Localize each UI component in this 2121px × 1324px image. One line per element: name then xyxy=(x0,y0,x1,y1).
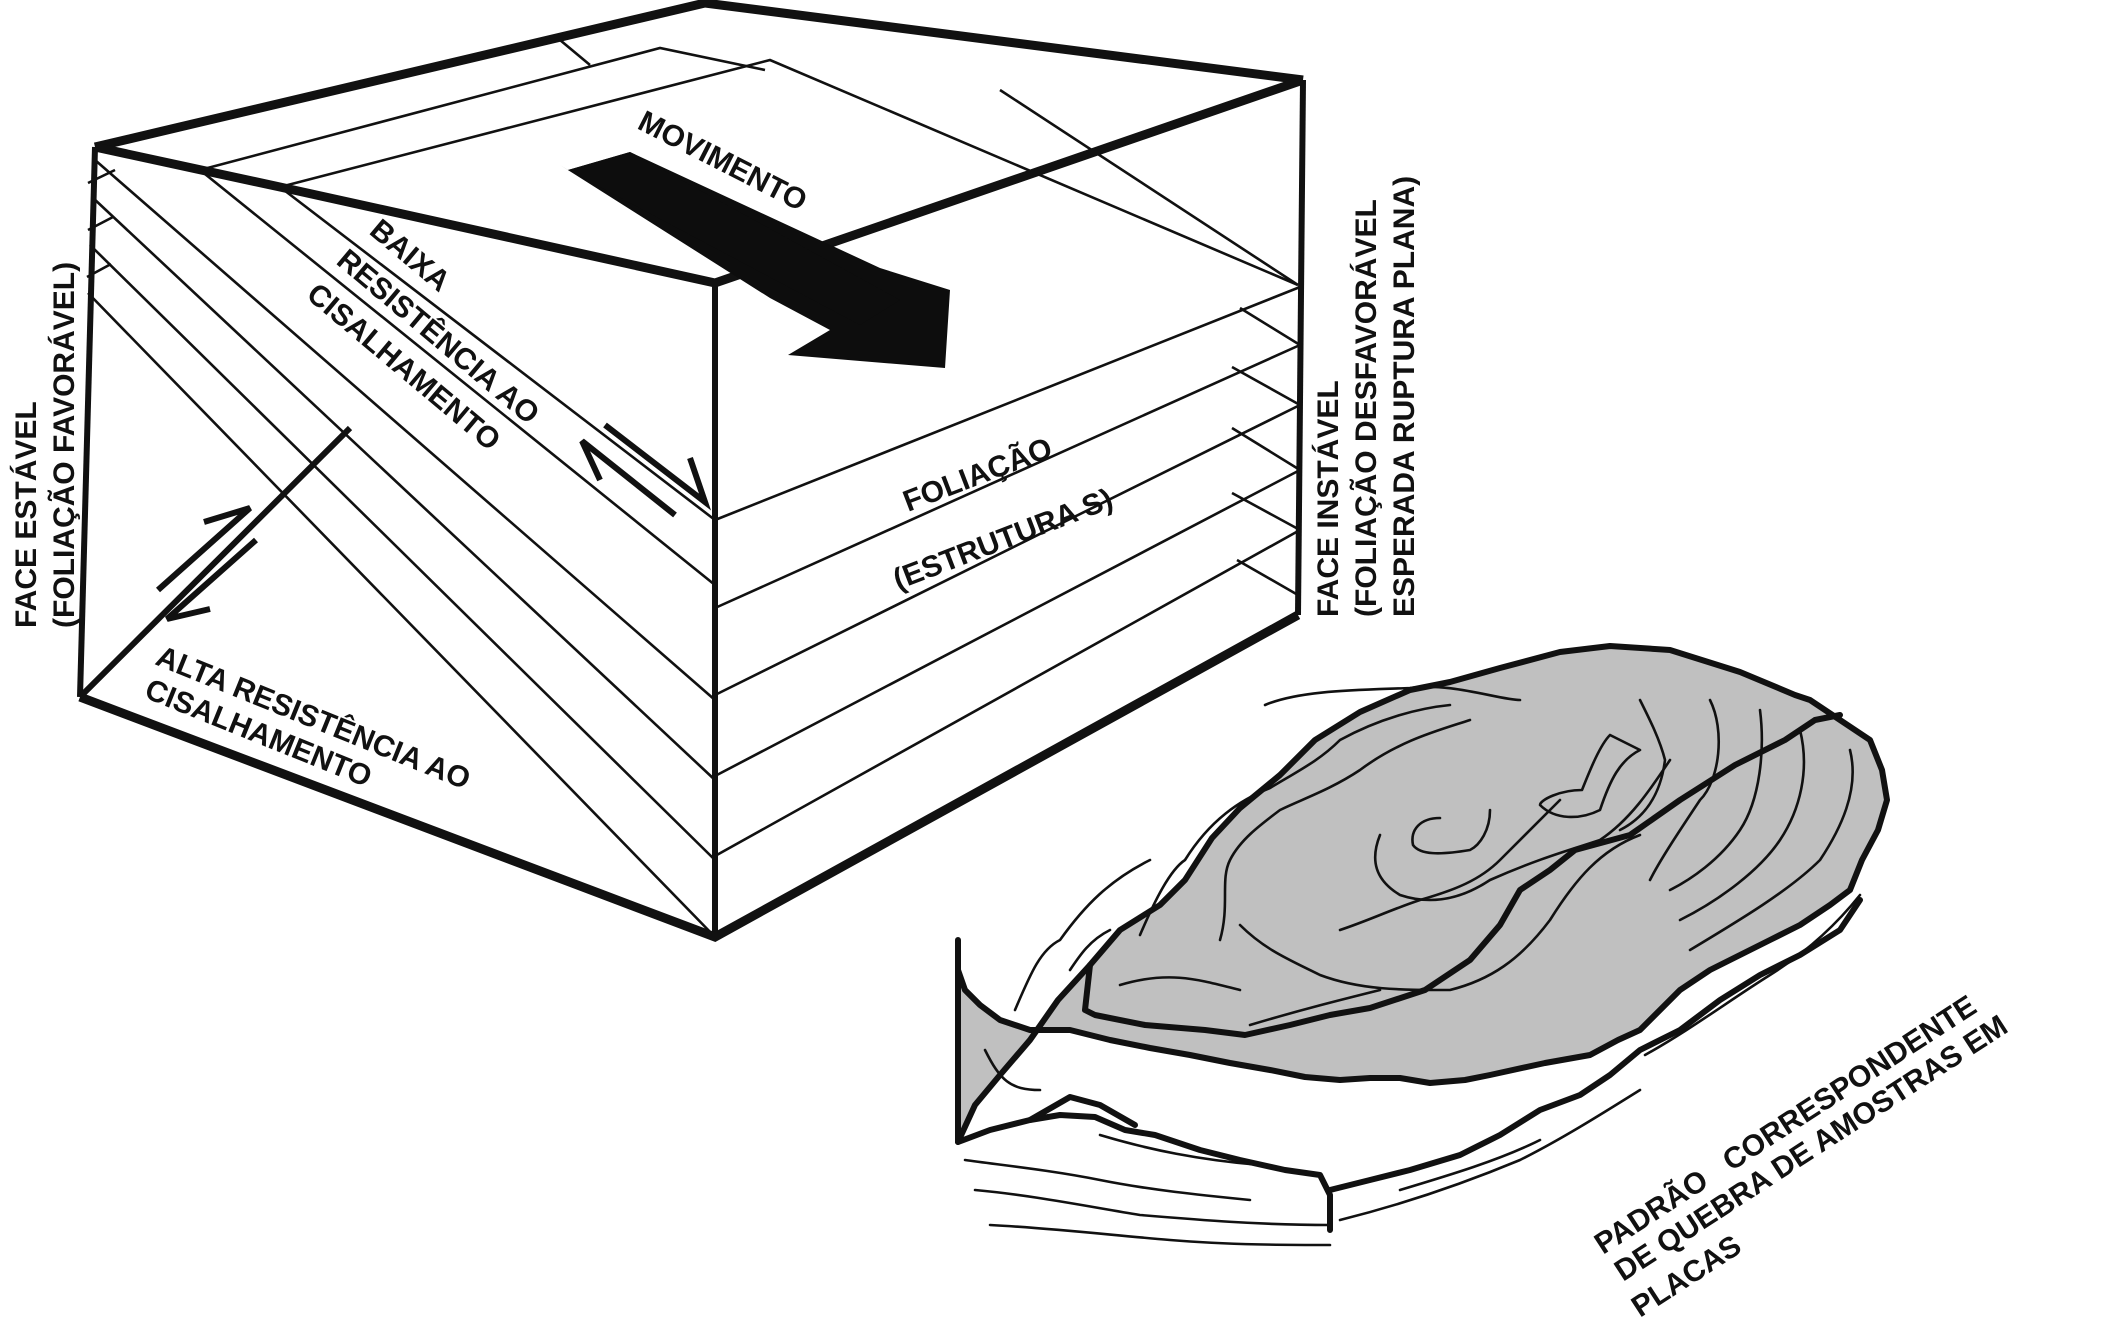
right-tick xyxy=(1231,426,1301,472)
unstable-face-line-2: (FOLIAÇÃO DESFAVORÁVEL xyxy=(1349,199,1383,617)
high-resistance-label: ALTA RESISTÊNCIA AO CISALHAMENTO xyxy=(140,639,475,796)
unstable-face-label: FACE INSTÁVEL (FOLIAÇÃO DESFAVORÁVEL ESP… xyxy=(1311,176,1421,617)
rock-contour-lines xyxy=(963,685,1862,1247)
left-foliation-line xyxy=(94,159,716,701)
foliation-line-1: FOLIAÇÃO xyxy=(898,431,1056,519)
top-foliation-line-1 xyxy=(199,46,766,172)
left-foliation-line xyxy=(89,244,716,861)
right-vertical-edge xyxy=(1295,79,1306,616)
left-vertical-edge xyxy=(77,146,98,698)
bottom-edges xyxy=(78,611,1301,942)
right-tick xyxy=(1236,558,1299,597)
top-tick xyxy=(559,39,591,66)
movement-arrow-shaft xyxy=(568,152,900,325)
rock-outline xyxy=(955,643,1890,1145)
top-front-edges xyxy=(94,75,1305,288)
stable-face-line-1: FACE ESTÁVEL xyxy=(9,401,43,628)
break-pattern-label: PADRÃO CORRESPONDENTE DE QUEBRA DE AMOST… xyxy=(1588,988,2013,1323)
unstable-face-line-1: FACE INSTÁVEL xyxy=(1311,380,1345,617)
right-tick xyxy=(1239,306,1301,347)
top-face-foliation-lines xyxy=(199,39,1299,287)
left-foliation-line xyxy=(91,196,716,781)
top-back-edges xyxy=(93,0,1304,152)
top-foliation-line-2 xyxy=(279,58,1299,287)
rock-mid-ledge xyxy=(1327,897,1863,1193)
right-foliation-line xyxy=(714,403,1301,697)
break-pattern-line-1: PADRÃO CORRESPONDENTE xyxy=(1588,988,1982,1260)
stable-face-label: FACE ESTÁVEL (FOLIAÇÃO FAVORÁVEL) xyxy=(9,262,81,628)
rock-crack xyxy=(1027,1094,1138,1128)
right-foliation-line xyxy=(714,285,1301,522)
right-tick xyxy=(1231,365,1301,407)
stable-face-line-2: (FOLIAÇÃO FAVORÁVEL) xyxy=(47,262,81,628)
top-right-line xyxy=(999,88,1299,287)
right-foliation-line xyxy=(714,343,1301,610)
low-resistance-shear-arrows-icon xyxy=(579,422,712,518)
rock-slab-sample xyxy=(955,643,1890,1247)
rock-front-ledge xyxy=(955,1112,1333,1233)
right-face-foliation-lines xyxy=(714,88,1301,858)
block-diagram xyxy=(77,0,1306,942)
block-outline xyxy=(77,0,1306,942)
unstable-face-line-3: ESPERADA RUPTURA PLANA) xyxy=(1388,176,1421,617)
break-pattern-line-2: DE QUEBRA DE AMOSTRAS EM xyxy=(1609,1009,2014,1288)
left-foliation-line xyxy=(279,185,716,522)
high-resistance-shear-plane xyxy=(77,425,353,700)
high-resistance-shear-arrows-icon xyxy=(156,505,258,622)
right-foliation-line xyxy=(714,528,1301,858)
rock-top-ledge xyxy=(1082,712,1843,1038)
right-foliation-line xyxy=(714,468,1301,778)
left-foliation-line xyxy=(87,292,716,938)
right-tick xyxy=(1231,491,1301,532)
foliation-label: FOLIAÇÃO (ESTRUTURA S) xyxy=(889,431,1118,597)
left-foliation-line xyxy=(199,168,716,587)
